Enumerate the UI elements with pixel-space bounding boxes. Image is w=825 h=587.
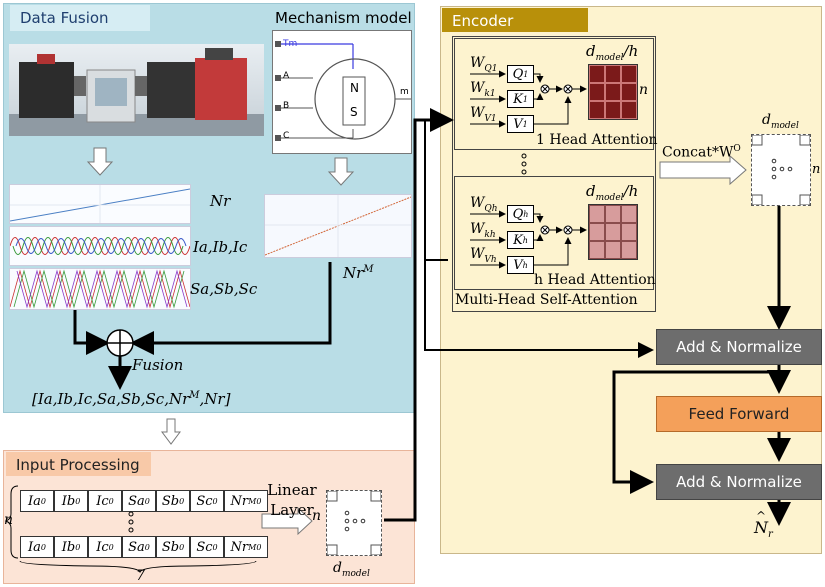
- currents-signal-plot: [9, 226, 191, 266]
- fusion-label: Fusion: [132, 356, 184, 374]
- concat-output-matrix: [751, 134, 811, 206]
- linear-output-matrix: [326, 490, 382, 556]
- headh-dim-label: dmodel/h: [586, 182, 639, 203]
- head-h-box: [454, 176, 654, 290]
- motor-photo-drawing: [9, 48, 264, 136]
- input-cols-label: 7: [136, 568, 145, 584]
- headh-wk-label: Wkh: [470, 221, 496, 240]
- motor-port-b: B: [283, 101, 290, 111]
- head1-wq-label: WQ1: [470, 55, 498, 74]
- head1-wv-label: WV1: [470, 105, 497, 124]
- concat-rows-label: n: [812, 162, 821, 177]
- motor-symbol-drawing: [275, 41, 411, 141]
- nrm-signal-label: NrM: [343, 264, 374, 282]
- currents-signal-label: Ia,Ib,Ic: [193, 238, 248, 256]
- input-processing-title: Input Processing: [6, 452, 151, 476]
- linear-out-rows-label: n: [312, 508, 322, 524]
- add-normalize-block-1: Add & Normalize: [656, 329, 822, 365]
- concat-label: Concat*WO: [662, 144, 741, 161]
- motor-port-c: C: [283, 131, 290, 141]
- switches-signal-label: Sa,Sb,Sc: [190, 280, 258, 298]
- motor-test-bench-photo: [9, 44, 264, 136]
- mhsa-label: Multi-Head Self-Attention: [455, 292, 638, 308]
- motor-pole-n: N: [350, 81, 359, 95]
- motor-pole-s: S: [350, 105, 358, 119]
- head1-dim-label: dmodel/h: [586, 42, 639, 63]
- motor-output-port: m: [400, 87, 409, 97]
- nr-signal-label: Nr: [210, 192, 231, 210]
- concat-dim-label: dmodel: [762, 112, 799, 131]
- mechanism-model-title: Mechanism model: [275, 9, 412, 27]
- head1-name: 1 Head Attention: [536, 132, 658, 148]
- add-normalize-block-2: Add & Normalize: [656, 464, 822, 500]
- linear-layer-label: Linear Layer: [267, 481, 317, 519]
- switches-signal-plot: [9, 268, 191, 310]
- headh-wq-label: WQh: [470, 195, 498, 214]
- head1-rows-label: n: [639, 82, 649, 98]
- head1-wk-label: Wk1: [470, 80, 496, 99]
- head1-attention-matrix: [588, 64, 638, 120]
- input-rows-label: n: [4, 512, 14, 528]
- nrm-signal-plot: [264, 194, 412, 258]
- encoder-title: Encoder: [442, 8, 588, 32]
- encoder-output-label: ^Nr: [754, 509, 773, 541]
- headh-attention-matrix: [588, 204, 638, 260]
- data-fusion-title: Data Fusion: [10, 5, 150, 31]
- feed-forward-block: Feed Forward: [656, 396, 822, 432]
- nr-signal-plot: [9, 184, 191, 224]
- mechanism-model-box: Tm A B C N S m: [272, 30, 412, 154]
- head-1-box: [454, 38, 654, 150]
- fused-vector-label: [Ia,Ib,Ic,Sa,Sb,Sc,NrM,Nr]: [32, 390, 231, 408]
- headh-name: h Head Attention: [534, 272, 656, 288]
- motor-port-tm: Tm: [283, 39, 298, 49]
- motor-port-a: A: [283, 71, 290, 81]
- hollow-arrow-icon: [161, 418, 181, 445]
- hollow-arrow-icon: [327, 157, 355, 186]
- linear-out-dim-label: dmodel: [333, 560, 370, 579]
- headh-wv-label: WVh: [470, 246, 497, 265]
- hollow-arrow-icon: [86, 147, 114, 176]
